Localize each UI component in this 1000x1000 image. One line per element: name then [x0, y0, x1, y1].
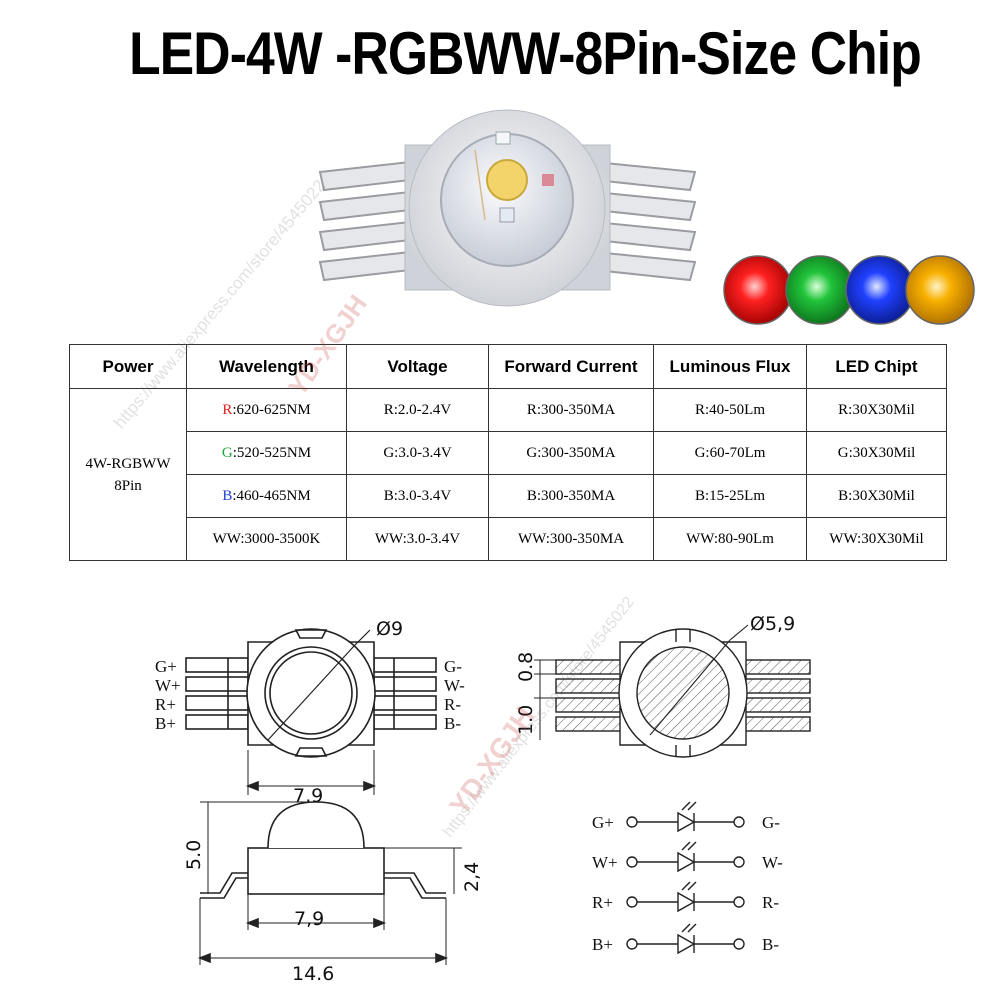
flux-cell: G:60-70Lm [653, 431, 807, 475]
voltage-cell: B:3.0-3.4V [346, 474, 489, 518]
schematic-pin-left-2: W+ [592, 853, 618, 872]
voltage-cell: G:3.0-3.4V [346, 431, 489, 475]
side-body-width-label: 7,9 [294, 908, 324, 930]
flux-cell: R:40-50Lm [653, 388, 807, 432]
current-cell: R:300-350MA [488, 388, 654, 432]
header-voltage: Voltage [346, 344, 489, 389]
voltage-cell: WW:3.0-3.4V [346, 517, 489, 561]
top-view-diameter: Ø9 [376, 618, 403, 640]
header-forward-current: Forward Current [488, 344, 654, 389]
right-leads [594, 160, 697, 282]
channel-prefix: B [222, 487, 233, 504]
side-total-width-label: 14.6 [292, 963, 334, 985]
flux-cell: WW:80-90Lm [653, 517, 807, 561]
wavelength-value: :520-525NM [232, 444, 312, 461]
wavelength-cell: B:460-465NM [186, 474, 347, 518]
wavelength-value: :620-625NM [232, 401, 311, 418]
top-pin-left-1: G+ [155, 657, 177, 676]
blue-led-sample [845, 255, 915, 325]
top-pin-right-2: W- [444, 676, 465, 695]
power-line-1: 4W-RGBWW [85, 455, 171, 472]
chip-cell: R:30X30Mil [806, 388, 947, 432]
top-pin-left-4: B+ [155, 714, 176, 733]
power-line-2: 8Pin [114, 477, 142, 494]
table-row: 4W-RGBWW 8Pin R:620-625NM R:2.0-2.4V R:3… [69, 388, 947, 561]
page-title: LED-4W -RGBWW-8Pin-Size Chip [129, 20, 922, 87]
top-pin-right-4: B- [444, 714, 461, 733]
led-color-samples [723, 255, 975, 325]
side-height-label: 5.0 [183, 840, 205, 870]
left-leads [318, 160, 411, 282]
pad-view-drawing [534, 624, 811, 758]
table-row: B:460-465NM B:3.0-3.4V B:300-350MA B:15-… [70, 474, 947, 518]
table-header-row: Power Wavelength Voltage Forward Current… [69, 344, 947, 389]
schematic-pin-right-2: W- [762, 853, 783, 872]
current-cell: WW:300-350MA [488, 517, 654, 561]
pad-pitch-label: 0.8 [515, 652, 537, 682]
schematic-pin-left-1: G+ [592, 813, 614, 832]
pad-view-diameter: Ø5,9 [750, 613, 795, 635]
pad-width-label: 1.0 [515, 705, 537, 735]
top-view-drawing [185, 628, 437, 795]
table-row: G:520-525NM G:3.0-3.4V G:300-350MA G:60-… [70, 431, 947, 475]
top-pin-right-1: G- [444, 657, 462, 676]
power-cell: 4W-RGBWW 8Pin [69, 388, 187, 561]
top-pin-right-3: R- [444, 695, 461, 714]
voltage-cell: R:2.0-2.4V [346, 388, 489, 432]
table-row: WW:3000-3500K WW:3.0-3.4V WW:300-350MA W… [70, 517, 947, 561]
chip-cell: WW:30X30Mil [806, 517, 947, 561]
wavelength-cell: R:620-625NM [186, 388, 347, 432]
spec-table: Power Wavelength Voltage Forward Current… [69, 344, 947, 561]
top-pin-left-3: R+ [155, 695, 176, 714]
dimension-drawings: Ø9 7,9 G+ W+ R+ B+ G- W- R- B- Ø5,9 0.8 … [155, 613, 811, 985]
side-view-drawing [197, 801, 462, 965]
header-led-chip: LED Chipt [806, 344, 947, 389]
flux-cell: B:15-25Lm [653, 474, 807, 518]
current-cell: G:300-350MA [488, 431, 654, 475]
wavelength-cell: G:520-525NM [186, 431, 347, 475]
schematic-pin-left-4: B+ [592, 935, 613, 954]
side-base-height-label: 2,4 [461, 862, 483, 892]
schematic-pin-right-3: R- [762, 893, 779, 912]
current-cell: B:300-350MA [488, 474, 654, 518]
header-wavelength: Wavelength [186, 344, 347, 389]
channel-prefix: R [222, 401, 233, 418]
channel-prefix: G [221, 444, 233, 461]
green-led-sample [785, 255, 855, 325]
amber-led-sample [905, 255, 975, 325]
chip-cell: G:30X30Mil [806, 431, 947, 475]
chip-cell: B:30X30Mil [806, 474, 947, 518]
wavelength-cell: WW:3000-3500K [186, 517, 347, 561]
header-luminous-flux: Luminous Flux [653, 344, 807, 389]
schematic-pin-right-1: G- [762, 813, 780, 832]
wavelength-value: :460-465NM [232, 487, 311, 504]
red-led-sample [723, 255, 793, 325]
top-pin-left-2: W+ [155, 676, 181, 695]
led-product-photo [318, 109, 697, 307]
wavelength-value: WW:3000-3500K [212, 530, 321, 547]
header-power: Power [69, 344, 187, 389]
schematic-pin-left-3: R+ [592, 893, 613, 912]
schematic-pin-right-4: B- [762, 935, 779, 954]
schematic-drawing [626, 801, 745, 955]
